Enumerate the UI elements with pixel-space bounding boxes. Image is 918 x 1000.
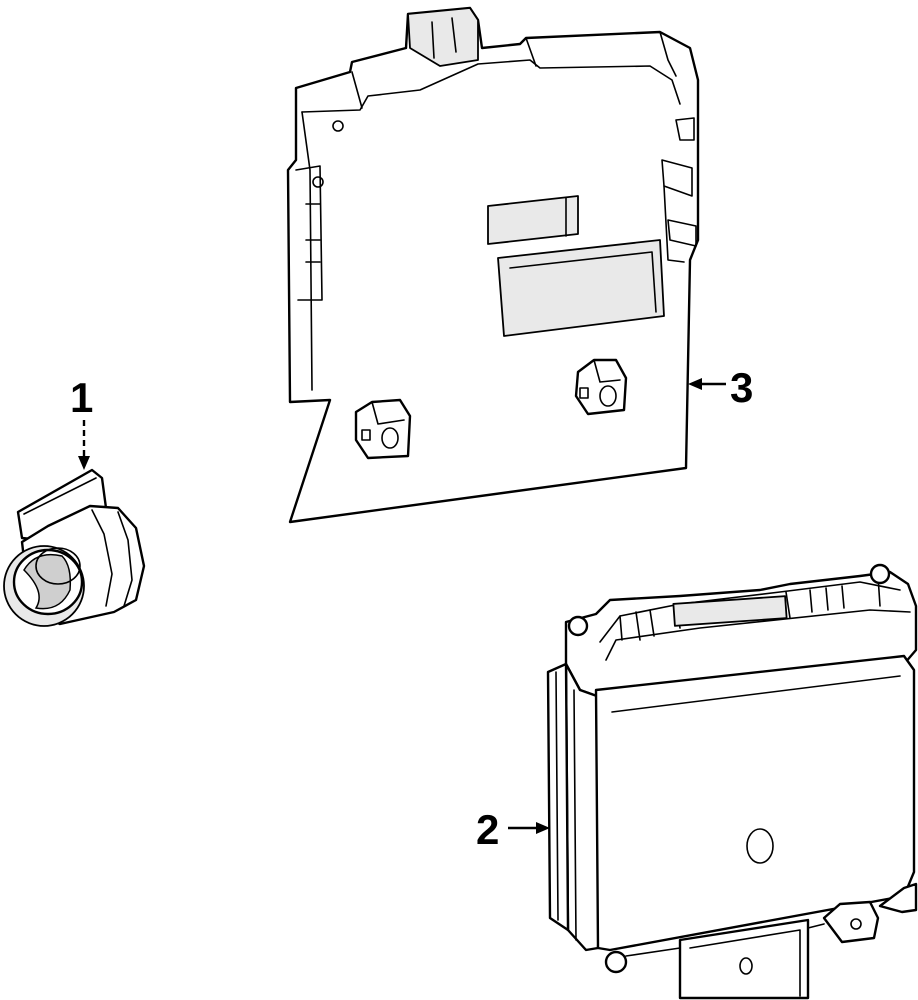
callout-2-arrowhead [536,822,550,834]
bracket-hole [332,120,344,132]
module-post [567,615,589,637]
callout-3-label: 3 [730,364,753,411]
part-1-sensor[interactable] [3,468,146,627]
callout-1: 1 [70,374,93,470]
module-main-face [594,654,916,952]
callout-3-arrowhead [688,378,702,390]
bracket-top-lip [301,59,681,113]
bracket-slot-small [487,195,579,245]
part-2-module[interactable] [546,563,918,1000]
callout-2: 2 [476,806,550,853]
module-post [869,563,891,585]
module-left-rail [546,662,570,932]
callout-1-label: 1 [70,374,93,421]
grommet-left [354,398,412,460]
callout-1-arrowhead [78,456,90,470]
bracket-right-clips [661,117,697,247]
bracket-hole [312,176,324,188]
callout-2-label: 2 [476,806,499,853]
bracket-left-flange [295,165,323,301]
callout-3: 3 [688,364,753,411]
module-foot [604,950,628,974]
bracket-top-tab [407,7,479,67]
grommet-right [574,358,628,416]
module-mount-hole [746,828,774,864]
part-3-bracket[interactable] [286,6,700,524]
module-bottom-tab [878,882,918,914]
module-connector-top [672,595,788,627]
